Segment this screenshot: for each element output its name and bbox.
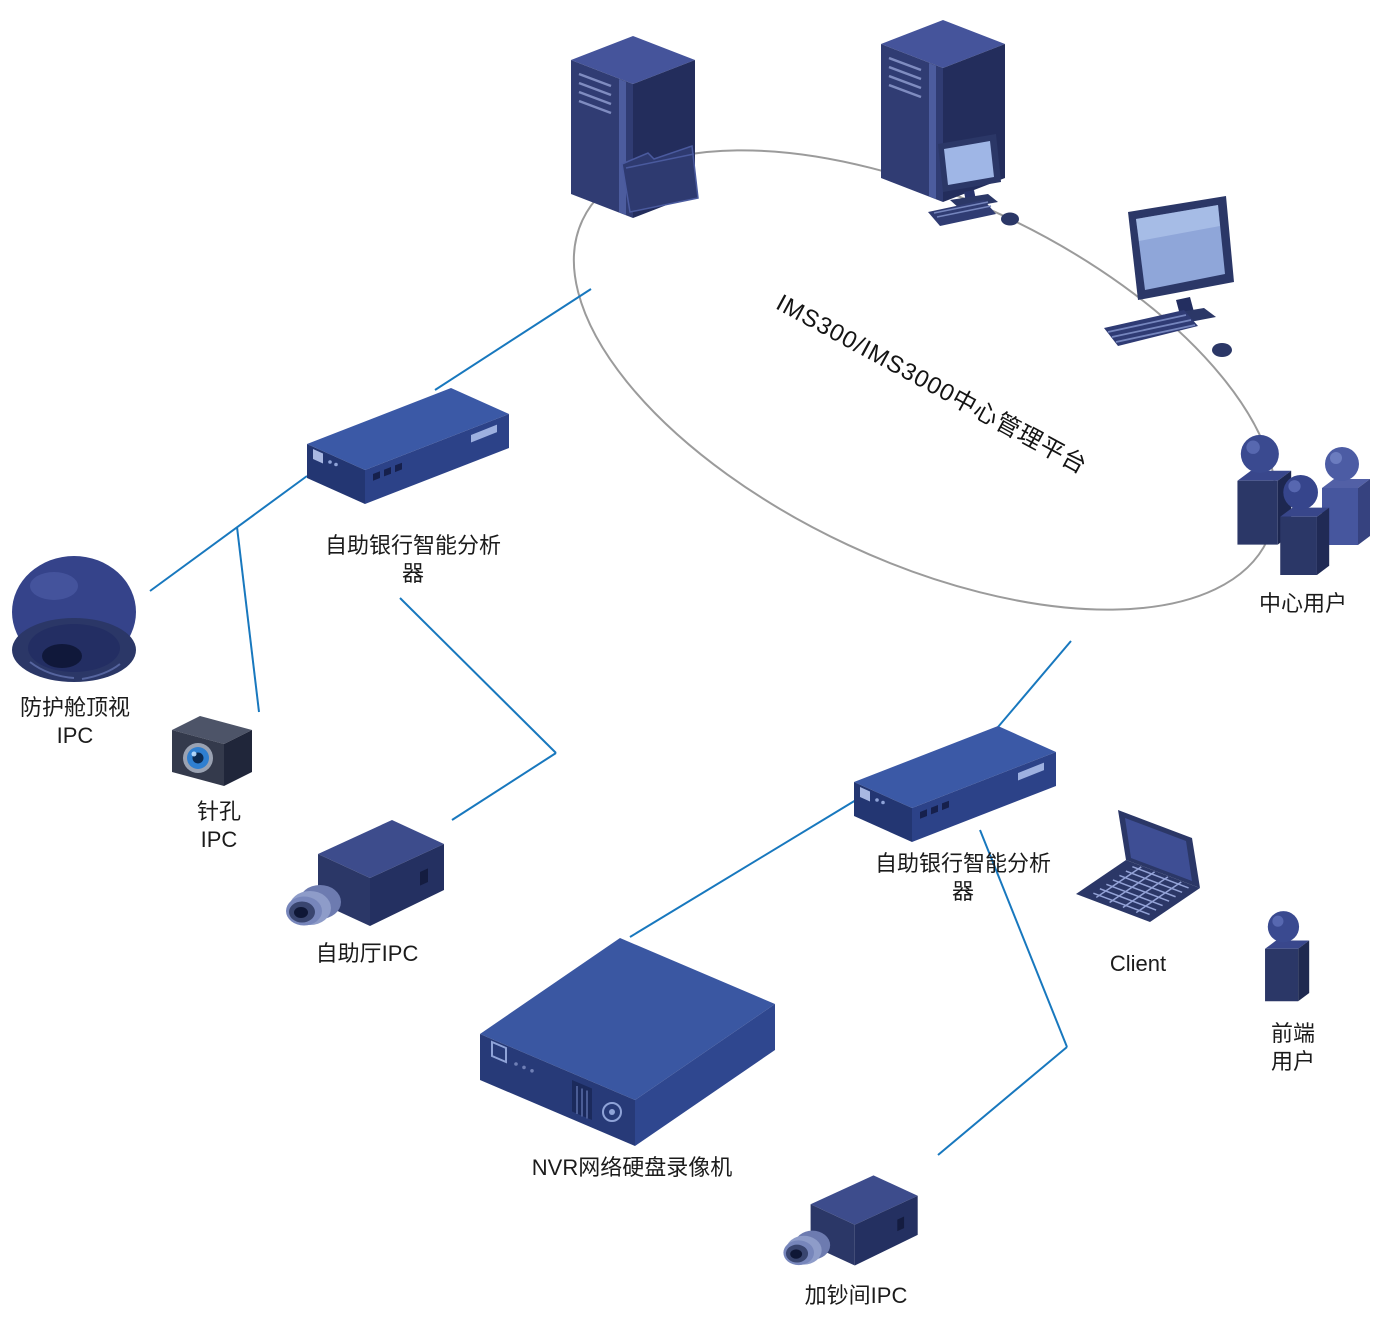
pinhole-ipc-label: 针孔 IPC <box>196 799 242 853</box>
monitor-icon <box>1128 196 1234 325</box>
hall-ipc-label: 自助厅IPC <box>315 941 419 966</box>
connection-lines <box>149 288 1072 1156</box>
person-icon <box>1265 911 1310 1002</box>
workstation-monitor-icon <box>938 134 1001 209</box>
analyzer-left-device <box>307 388 509 504</box>
folder-icon <box>621 144 699 213</box>
workstation-mouse-icon <box>1001 212 1019 226</box>
user-group-icon <box>1237 434 1370 575</box>
laptop-icon <box>1076 810 1201 923</box>
analyzer-right-label: 自助银行智能分析 器 <box>874 851 1052 905</box>
workstation-keyboard-icon <box>928 200 996 226</box>
hall-ipc-camera-icon <box>286 820 444 926</box>
client-label: Client <box>1109 951 1167 976</box>
link-branch-pinhole-ipc <box>236 526 260 713</box>
nvr-device-icon <box>480 938 775 1146</box>
dome-ipc-label: 防护舱顶视 IPC <box>19 695 131 749</box>
center-user-label: 中心用户 <box>1258 591 1348 616</box>
pinhole-camera-icon <box>172 716 252 786</box>
monitor-keyboard-icon <box>1104 310 1198 346</box>
dome-camera-icon <box>12 556 136 682</box>
cash-ipc-label: 加钞间IPC <box>804 1283 908 1308</box>
link-analyzer-right-platform <box>997 640 1072 728</box>
link-analyzer-right-junction <box>979 829 1068 1048</box>
nvr-label: NVR网络硬盘录像机 <box>531 1155 733 1180</box>
cash-ipc-camera-icon <box>783 1175 918 1266</box>
link-analyzer-right-nvr <box>629 799 857 938</box>
link-analyzer-left-junction <box>399 597 557 754</box>
link-analyzer-left-platform <box>434 288 592 391</box>
link-analyzer-left-dome-ipc <box>149 475 308 592</box>
link-junction-hall-ipc <box>451 752 557 821</box>
analyzer-left-label: 自助银行智能分析 器 <box>324 533 502 587</box>
front-user-label: 前端 用户 <box>1270 1021 1316 1075</box>
link-junction-cash-ipc <box>937 1046 1068 1156</box>
monitor-mouse-icon <box>1212 343 1232 357</box>
analyzer-right-device <box>854 726 1056 842</box>
